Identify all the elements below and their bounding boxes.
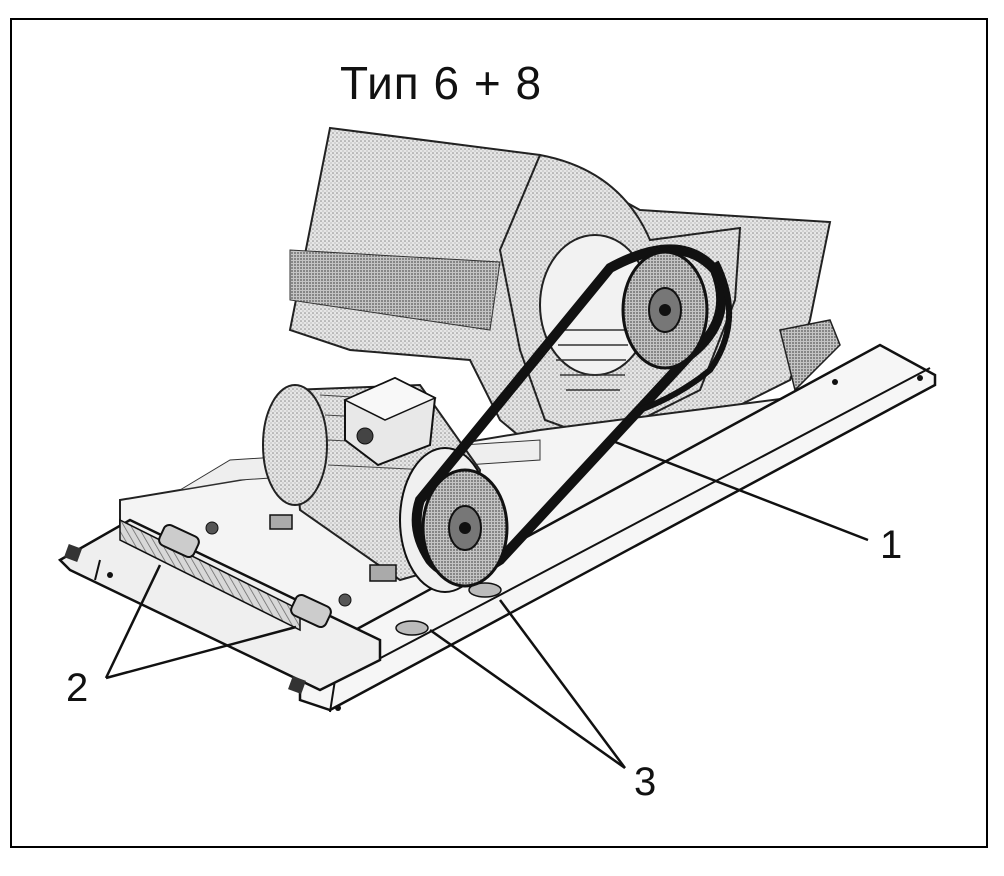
leader-3b bbox=[498, 599, 627, 769]
leader-2b bbox=[105, 625, 297, 680]
fan-inlet-grille bbox=[556, 329, 630, 391]
motor-pulley bbox=[421, 468, 509, 588]
tension-bolt-1 bbox=[158, 521, 219, 559]
fan-pulley bbox=[621, 250, 709, 370]
diagram-title: Тип 6 + 8 bbox=[340, 57, 543, 109]
rail-left bbox=[57, 518, 382, 692]
callout-1: 1 bbox=[880, 523, 903, 567]
callout-2: 2 bbox=[66, 666, 89, 710]
callout-3: 3 bbox=[634, 760, 657, 804]
rail-right bbox=[298, 343, 937, 712]
tension-bolt-2 bbox=[290, 593, 352, 629]
rail-slot-1 bbox=[395, 620, 429, 636]
leader-2a bbox=[104, 564, 162, 679]
leader-3a bbox=[429, 628, 626, 770]
leader-lines bbox=[104, 438, 869, 770]
rail-slot-2 bbox=[468, 582, 502, 598]
leader-1 bbox=[609, 438, 869, 542]
fan-housing-band bbox=[289, 249, 501, 331]
motor-end bbox=[262, 384, 328, 506]
